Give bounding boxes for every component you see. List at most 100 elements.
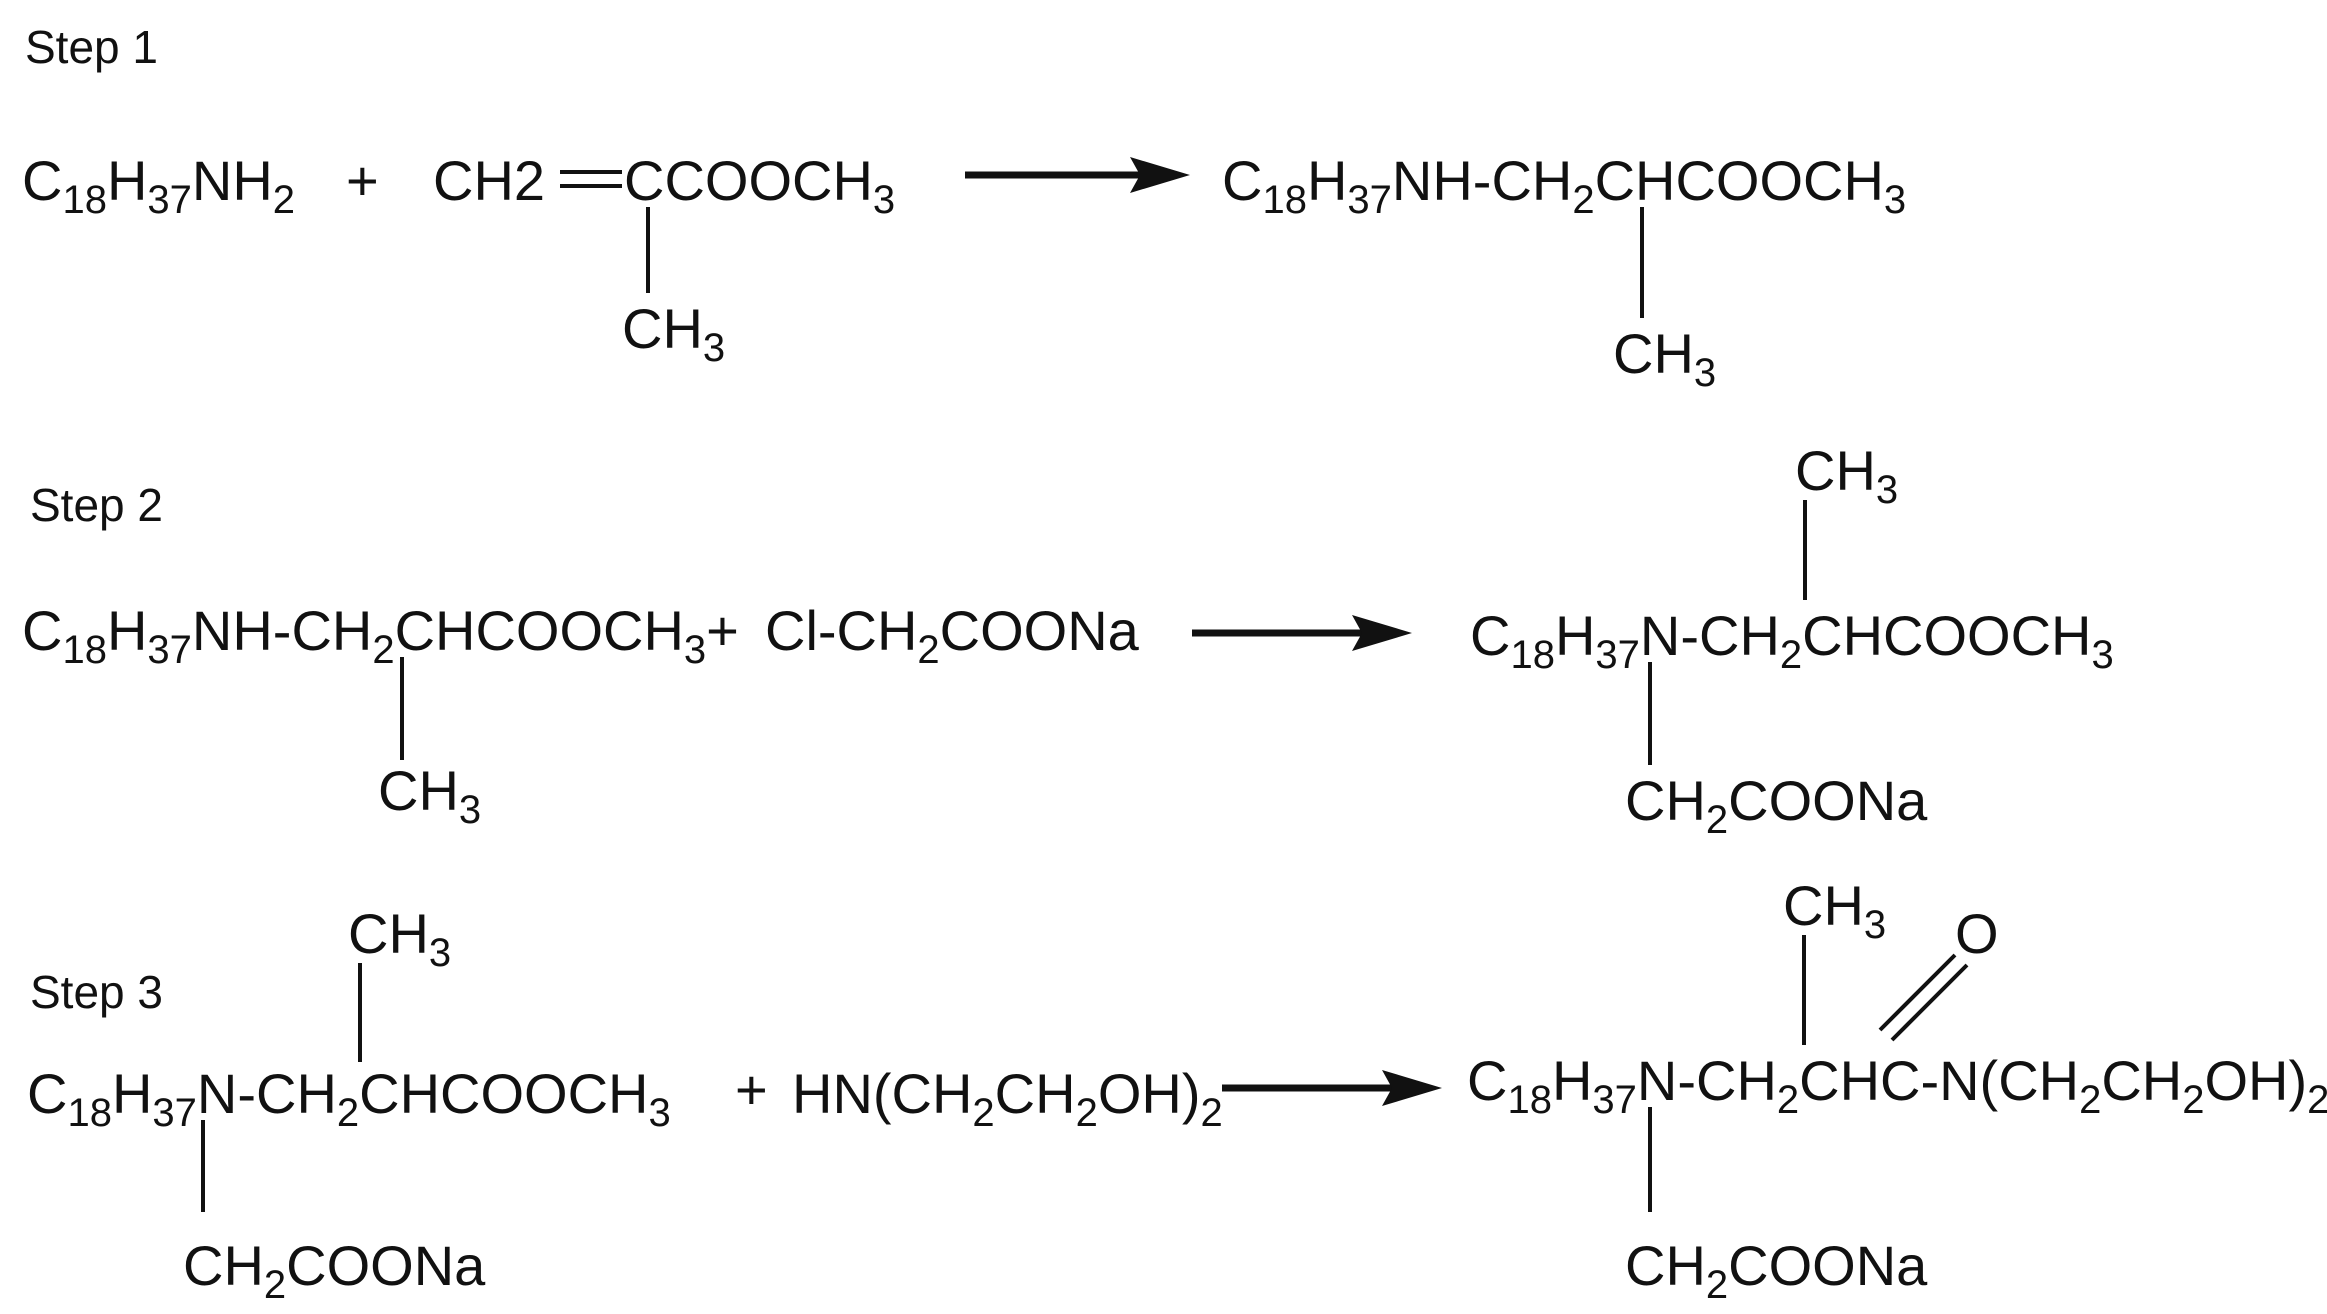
product-chain: C18H37N-CH2CHCOOCH3 [1470,604,2114,677]
reaction-arrow [1192,615,1412,651]
formula-segment: H [107,149,147,212]
reactant-amino-ester: C18H37NH-CH2CHCOOCH3+ [22,599,739,672]
methyl-branch: CH3 [378,759,481,832]
subscript: 2 [264,1263,286,1307]
reactant-carboxymethyl-ester: C18H37N-CH2CHCOOCH3 [27,1062,671,1135]
formula-segment: CH [995,1062,1076,1125]
formula-segment: NH-CH [192,599,372,662]
subscript: 3 [873,178,895,222]
reactant-octadecylamine: C18H37NH2 [22,149,295,222]
carboxymethyl-branch: CH2COONa [183,1234,486,1307]
reactant-methyl-methacrylate-left: CH2 [433,149,545,212]
formula-segment: CH [622,297,703,360]
formula-segment: H [1552,1049,1592,1112]
formula-segment: CH [378,759,459,822]
formula-segment: NH-CH [1392,149,1572,212]
formula-segment: CH2 [433,149,545,212]
subscript: 2 [1200,1091,1222,1135]
subscript: 3 [459,788,481,832]
formula-segment: CHCOOCH [395,599,684,662]
subscript: 18 [1262,178,1307,222]
subscript: 37 [147,178,192,222]
formula-segment: C [1222,149,1262,212]
formula-segment: CH [1613,322,1694,385]
methyl-branch: CH3 [622,297,725,370]
subscript: 2 [1706,1263,1728,1307]
carboxymethyl-branch: CH2COONa [1625,769,1928,842]
formula-segment: CH [183,1234,264,1297]
subscript: 2 [2307,1078,2327,1122]
subscript: 3 [684,628,706,672]
formula-segment: C [27,1062,67,1125]
subscript: 2 [917,628,939,672]
subscript: 2 [1572,178,1594,222]
formula-segment: H [107,599,147,662]
formula-segment: Cl-CH [765,599,917,662]
formula-segment: H [112,1062,152,1125]
subscript: 18 [62,178,107,222]
formula-segment: OH) [1098,1062,1201,1125]
plus-sign: + [346,149,379,212]
formula-segment: CCOOCH [624,149,873,212]
subscript: 3 [1884,178,1906,222]
step-label: Step 2 [30,479,163,531]
step-2: Step 2 C18H37NH-CH2CHCOOCH3+ CH3 Cl-CH2C… [22,439,2114,842]
subscript: 37 [1595,633,1640,677]
formula-segment: CH [1625,1234,1706,1297]
subscript: 37 [1347,178,1392,222]
methyl-branch: CH3 [1795,439,1898,512]
reactant-sodium-chloroacetate: Cl-CH2COONa [765,599,1140,672]
subscript: 37 [1592,1078,1637,1122]
formula-segment: CHCOOCH [1595,149,1884,212]
formula-segment: C [1467,1049,1507,1112]
formula-segment: CH [1795,439,1876,502]
subscript: 2 [273,178,295,222]
formula-segment: H [1307,149,1347,212]
formula-segment: N-CH [1637,1049,1777,1112]
formula-segment: OH) [2204,1049,2307,1112]
formula-segment: CHCOOCH [359,1062,648,1125]
formula-segment: COONa [940,599,1140,662]
reaction-arrow [965,157,1190,193]
subscript: 18 [1507,1078,1552,1122]
formula-segment: CHC-N(CH [1799,1049,2079,1112]
formula-segment: NH [192,149,273,212]
formula-segment: CH [348,902,429,965]
carboxymethyl-branch: CH2COONa [1625,1234,1928,1307]
subscript: 3 [703,326,725,370]
double-bond [560,170,622,188]
subscript: 37 [147,628,192,672]
subscript: 2 [372,628,394,672]
product-chain: C18H37NH-CH2CHCOOCH3 [1222,149,1906,222]
formula-segment: N-CH [197,1062,337,1125]
subscript: 2 [972,1091,994,1135]
step-label: Step 3 [30,966,163,1018]
subscript: 3 [429,931,451,975]
subscript: 18 [62,628,107,672]
carbonyl-double-bond [1878,953,1969,1042]
step-1: Step 1 C18H37NH2 + CH2 CCOOCH3 CH3 C18H3… [22,21,1906,395]
subscript: 2 [337,1091,359,1135]
product-chain: C18H37N-CH2CHC-N(CH2CH2OH)2 [1467,1049,2327,1122]
reaction-arrow [1222,1070,1442,1106]
formula-segment: COONa [1728,1234,1928,1297]
subscript: 3 [2091,633,2113,677]
formula-segment: CH [1625,769,1706,832]
subscript: 2 [1076,1091,1098,1135]
step-label: Step 1 [25,21,158,73]
formula-segment: C [1470,604,1510,667]
formula-segment: H [1555,604,1595,667]
subscript: 2 [1706,798,1728,842]
formula-segment: COONa [286,1234,486,1297]
methyl-branch: CH3 [1783,874,1886,947]
formula-segment: C [22,599,62,662]
formula-segment: + [706,599,739,662]
formula-segment: CH [2101,1049,2182,1112]
formula-segment: HN(CH [792,1062,972,1125]
subscript: 18 [1510,633,1555,677]
methyl-branch: CH3 [1613,322,1716,395]
subscript: 2 [1780,633,1802,677]
subscript: 2 [2079,1078,2101,1122]
reactant-methyl-methacrylate-right: CCOOCH3 [624,149,895,222]
